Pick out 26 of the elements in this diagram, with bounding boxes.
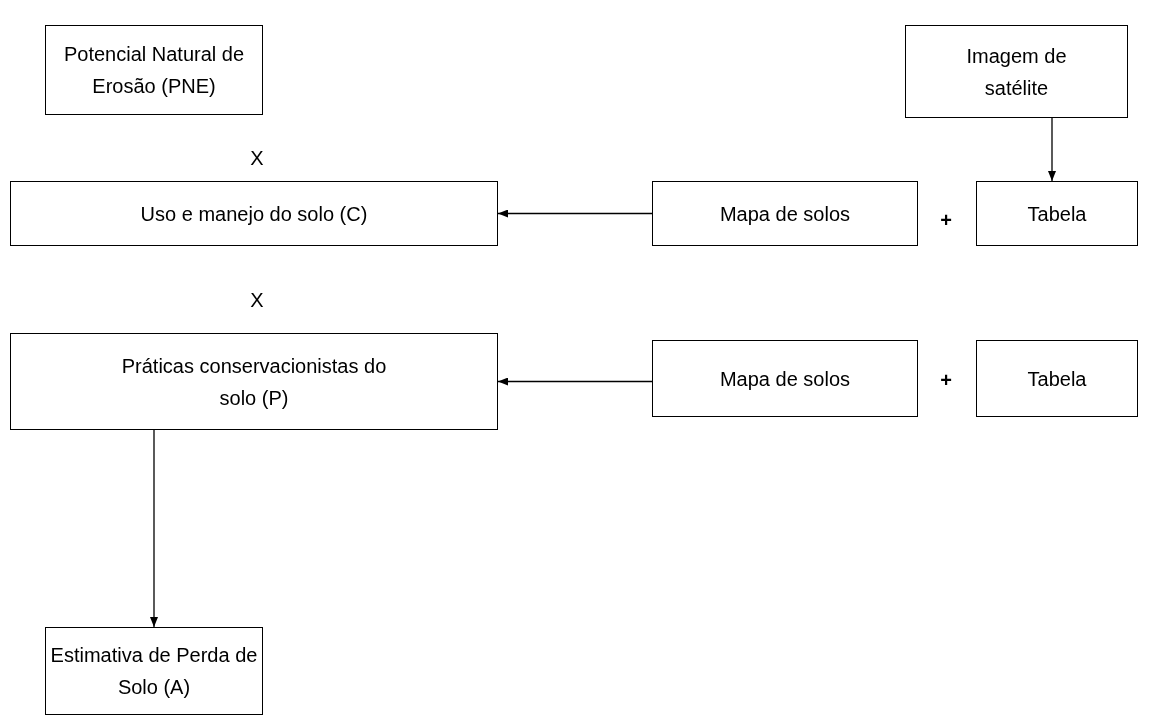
box-text: Mapa de solos [719,201,851,227]
multiply-sign: X [250,148,264,168]
plus-sign: + [940,370,952,390]
multiply-sign: X [250,290,264,310]
process-box [10,333,498,430]
arrow [497,209,653,218]
arrow [497,377,653,386]
process-box [652,340,918,417]
box-text: Estimativa de Perda de Solo (A) [49,643,259,700]
box-text: Mapa de solos [719,366,851,392]
box-text: Práticas conservacionistas do solo (P) [120,353,388,411]
plus-sign: + [940,210,952,230]
box-text: Tabela [1027,366,1087,392]
process-box [905,25,1128,118]
box-text: Tabela [1027,201,1087,227]
process-box [976,181,1138,246]
process-box [45,25,263,115]
arrow [150,429,158,628]
arrow [1048,117,1056,182]
process-box [10,181,498,246]
process-box [652,181,918,246]
process-box [976,340,1138,417]
box-text: Potencial Natural de Erosão (PNE) [62,42,246,99]
box-text: Imagem de satélite [965,43,1068,101]
box-text: Uso e manejo do solo (C) [140,201,368,227]
process-box [45,627,263,715]
